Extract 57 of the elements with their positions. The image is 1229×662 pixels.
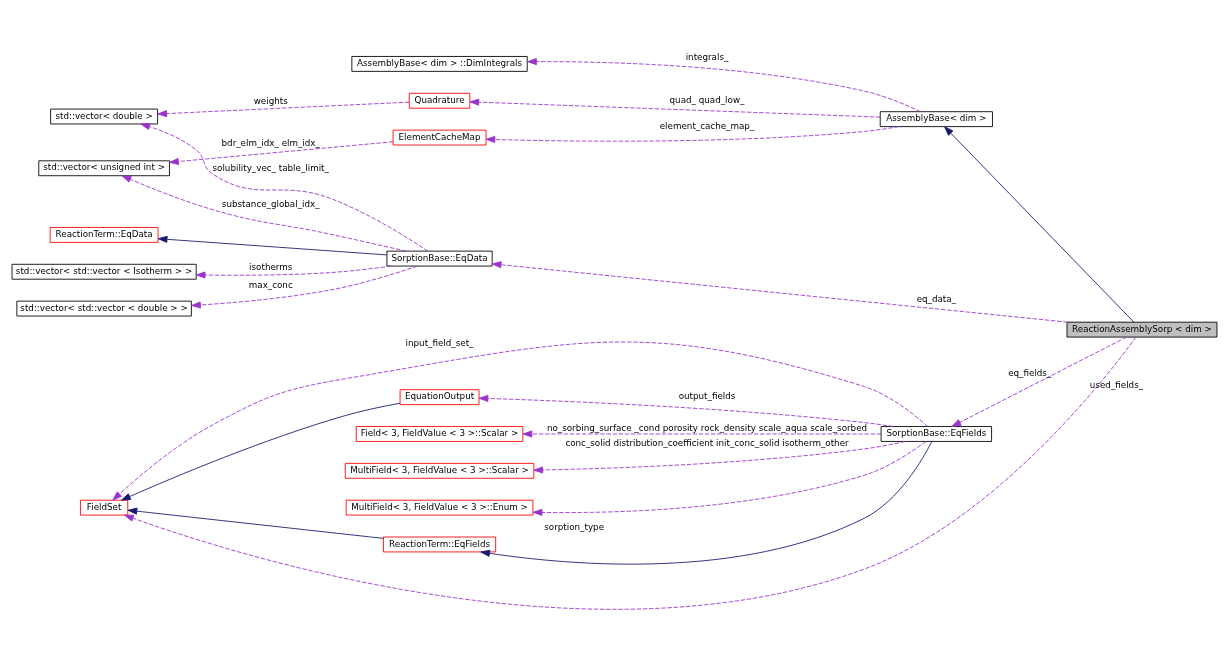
node-box: SorptionBase::EqFields xyxy=(880,426,993,442)
arrow xyxy=(944,126,1135,323)
node-box: std::vector< unsigned int > xyxy=(38,160,170,177)
arrow xyxy=(527,58,921,113)
arrow xyxy=(112,341,928,501)
edge-label: substance_global_idx_ xyxy=(221,198,320,209)
edge-label: used_fields_ xyxy=(1089,380,1144,391)
edge-label: isotherms xyxy=(249,261,293,272)
edge-label: no_sorbing_surface _cond porosity rock_density scale_aqua scale_sorbed xyxy=(546,423,868,434)
arrow xyxy=(522,430,882,438)
node-box: ReactionTerm::EqFields xyxy=(383,536,497,553)
arrow xyxy=(140,123,429,252)
edge-label: eq_data_ xyxy=(916,293,957,304)
arrow xyxy=(491,261,1068,323)
node-box: std::vector< std::vector < double > > xyxy=(16,300,192,317)
arrow xyxy=(121,402,401,501)
node-box: AssemblyBase< dim > ::DimIntegrals xyxy=(351,56,528,72)
edge-label: eq_fields_ xyxy=(1008,368,1052,379)
arrow xyxy=(157,101,410,118)
arrow xyxy=(480,441,933,565)
node-box: std::vector< double > xyxy=(50,108,159,125)
node-box: Quadrature xyxy=(408,92,471,109)
node-box: std::vector< std::vector < Isotherm > > xyxy=(11,263,197,280)
edge-label: max_conc xyxy=(248,279,293,290)
node-box: FieldSet xyxy=(80,499,129,516)
edge-label: input_field_set_ xyxy=(405,338,474,349)
arrow xyxy=(157,235,388,256)
arrow xyxy=(191,265,418,309)
arrow xyxy=(124,336,1137,610)
arrow xyxy=(533,441,906,474)
node-box: SorptionBase::EqData xyxy=(386,250,493,267)
node-box: ReactionAssemblySorp < dim > xyxy=(1066,321,1218,338)
edge-label: integrals_ xyxy=(685,51,729,62)
edge-label: conc_solid distribution_coefficient init_conc_solid isotherm_other xyxy=(565,438,849,449)
edge-label: weights xyxy=(253,96,288,107)
node-box: EquationOutput xyxy=(399,389,480,406)
edge-label: sorption_type xyxy=(544,522,605,533)
edge-label: bdr_elm_idx_ elm_idx_ xyxy=(221,138,320,149)
node-box: MultiField< 3, FieldValue < 3 >::Scalar > xyxy=(344,462,535,479)
edge-label: quad_ quad_low_ xyxy=(669,95,745,106)
edge-label: output_fields xyxy=(678,390,736,401)
arrow xyxy=(169,141,394,165)
node-box: MultiField< 3, FieldValue < 3 >::Enum > xyxy=(345,499,534,516)
arrow xyxy=(127,507,384,539)
node-box: Field< 3, FieldValue < 3 >::Scalar > xyxy=(355,426,524,442)
arrow xyxy=(485,126,900,143)
arrow xyxy=(951,336,1127,427)
edge-label: element_cache_map_ xyxy=(659,120,755,131)
node-box: AssemblyBase< dim > xyxy=(879,111,993,128)
arrow xyxy=(478,394,894,427)
arrow xyxy=(121,175,407,252)
arrow xyxy=(195,265,392,279)
edge-label: solubility_vec_ table_limit_ xyxy=(212,162,329,173)
node-box: ElementCacheMap xyxy=(392,129,487,146)
arrow xyxy=(532,441,927,516)
arrow xyxy=(469,98,881,118)
node-box: ReactionTerm::EqData xyxy=(49,227,159,243)
